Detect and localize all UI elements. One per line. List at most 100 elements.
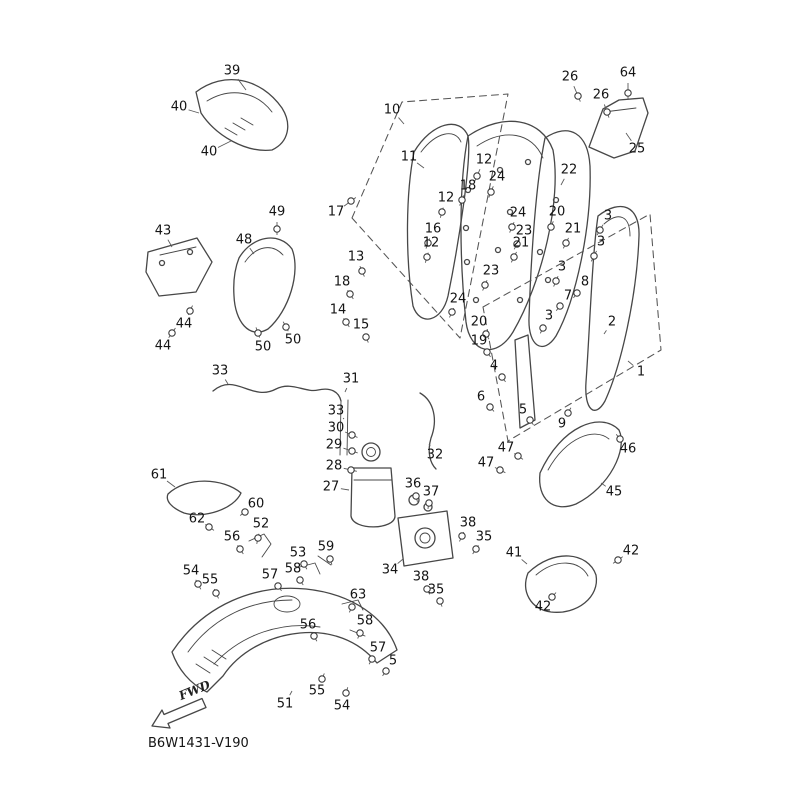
leader-line-25 — [625, 132, 632, 142]
part-callout-10: 10 — [384, 103, 401, 118]
fastener-icon-55 — [318, 675, 326, 683]
fastener-icon-58 — [356, 629, 364, 637]
part-callout-13: 13 — [348, 250, 365, 265]
fastener-icon-13 — [358, 267, 366, 275]
reservoir-cap — [361, 442, 381, 462]
part-callout-40: 40 — [171, 100, 188, 115]
part-callout-19: 19 — [471, 334, 488, 349]
part-callout-54: 54 — [334, 699, 351, 714]
part-callout-46: 46 — [620, 442, 637, 457]
fastener-icon-64 — [624, 89, 632, 97]
part-callout-43: 43 — [155, 224, 172, 239]
leader-line-31 — [344, 387, 348, 393]
part-callout-56: 56 — [300, 618, 317, 633]
part-callout-2: 2 — [608, 315, 616, 330]
part-callout-51: 51 — [277, 697, 294, 712]
part-callout-52: 52 — [253, 517, 270, 532]
part-callout-18: 18 — [460, 179, 477, 194]
fastener-icon-19 — [483, 348, 491, 356]
leader-line-43 — [167, 239, 173, 248]
leader-line-39 — [237, 78, 247, 91]
reservoir-body — [350, 467, 396, 528]
fastener-icon-24 — [448, 308, 456, 316]
fastener-icon-29 — [348, 447, 356, 455]
fastener-icon-7 — [556, 302, 564, 310]
part-callout-31: 31 — [343, 372, 360, 387]
fastener-icon-37 — [425, 499, 433, 507]
leader-line-10 — [398, 117, 405, 125]
part-callout-14: 14 — [330, 303, 347, 318]
front-cowl-inner-line-2 — [187, 599, 293, 653]
fastener-icon-3 — [590, 252, 598, 260]
part-callout-12: 12 — [423, 236, 440, 251]
part-callout-64: 64 — [620, 66, 637, 81]
part-callout-26: 26 — [593, 88, 610, 103]
fastener-icon-50 — [282, 323, 290, 331]
part-callout-29: 29 — [326, 438, 343, 453]
part-callout-12: 12 — [476, 153, 493, 168]
part-callout-42: 42 — [623, 544, 640, 559]
leader-line-32 — [428, 443, 431, 447]
fastener-icon-52 — [254, 534, 262, 542]
fastener-icon-8 — [573, 289, 581, 297]
part-callout-37: 37 — [423, 485, 440, 500]
fastener-icon-26 — [603, 108, 611, 116]
fastener-icon-58 — [296, 576, 304, 584]
fastener-icon-18 — [458, 196, 466, 204]
guard-41-outline — [525, 555, 598, 613]
part-callout-3: 3 — [558, 260, 566, 275]
bracket-34-bushing — [414, 527, 436, 549]
leader-line-48 — [249, 247, 255, 255]
cowl-61-outline — [166, 480, 242, 516]
part-callout-36: 36 — [405, 477, 422, 492]
part-callout-4: 4 — [490, 359, 498, 374]
part-callout-17: 17 — [328, 205, 345, 220]
leader-line-45 — [600, 482, 607, 487]
part-callout-55: 55 — [309, 684, 326, 699]
part-callout-28: 28 — [326, 459, 343, 474]
part-callout-8: 8 — [581, 275, 589, 290]
part-callout-5: 5 — [519, 403, 527, 418]
fastener-icon-57 — [368, 655, 376, 663]
fastener-icon-5 — [382, 667, 390, 675]
part-callout-49: 49 — [269, 205, 286, 220]
fastener-icon-6 — [486, 403, 494, 411]
windshield-inner-line — [206, 92, 273, 113]
part-callout-25: 25 — [629, 142, 646, 157]
part-callout-63: 63 — [350, 588, 367, 603]
front-cowl-hatching — [195, 649, 227, 674]
part-callout-16: 16 — [425, 222, 442, 237]
part-callout-9: 9 — [558, 417, 566, 432]
fastener-icon-44 — [186, 307, 194, 315]
part-callout-26: 26 — [562, 70, 579, 85]
fastener-icon-55 — [212, 589, 220, 597]
part-callout-23: 23 — [516, 224, 533, 239]
windshield-hatching — [224, 117, 254, 136]
part-callout-58: 58 — [357, 614, 374, 629]
fastener-icon-57 — [274, 582, 282, 590]
part-callout-1: 1 — [637, 365, 645, 380]
part-callout-22: 22 — [561, 163, 578, 178]
fastener-icon-35 — [436, 597, 444, 605]
right-panel-inner-line — [603, 216, 631, 237]
part-callout-38: 38 — [460, 516, 477, 531]
leader-line-41 — [521, 559, 528, 565]
fastener-icon-12 — [438, 208, 446, 216]
fastener-icon-54 — [194, 580, 202, 588]
part-callout-54: 54 — [183, 564, 200, 579]
part-callout-50: 50 — [285, 333, 302, 348]
fastener-icon-56 — [310, 632, 318, 640]
fastener-icon-50 — [254, 329, 262, 337]
panel-48-inner-line — [244, 247, 284, 263]
fastener-icon-47 — [514, 452, 522, 460]
part-callout-3: 3 — [604, 209, 612, 224]
bracket-43-hole — [158, 259, 166, 267]
part-callout-41: 41 — [506, 546, 523, 561]
stay-59 — [317, 555, 332, 566]
part-callout-58: 58 — [285, 562, 302, 577]
diagram-line-art — [145, 79, 662, 729]
part-callout-50: 50 — [255, 340, 272, 355]
part-callout-20: 20 — [471, 315, 488, 330]
fastener-icon-62 — [205, 523, 213, 531]
fastener-icon-21 — [510, 253, 518, 261]
